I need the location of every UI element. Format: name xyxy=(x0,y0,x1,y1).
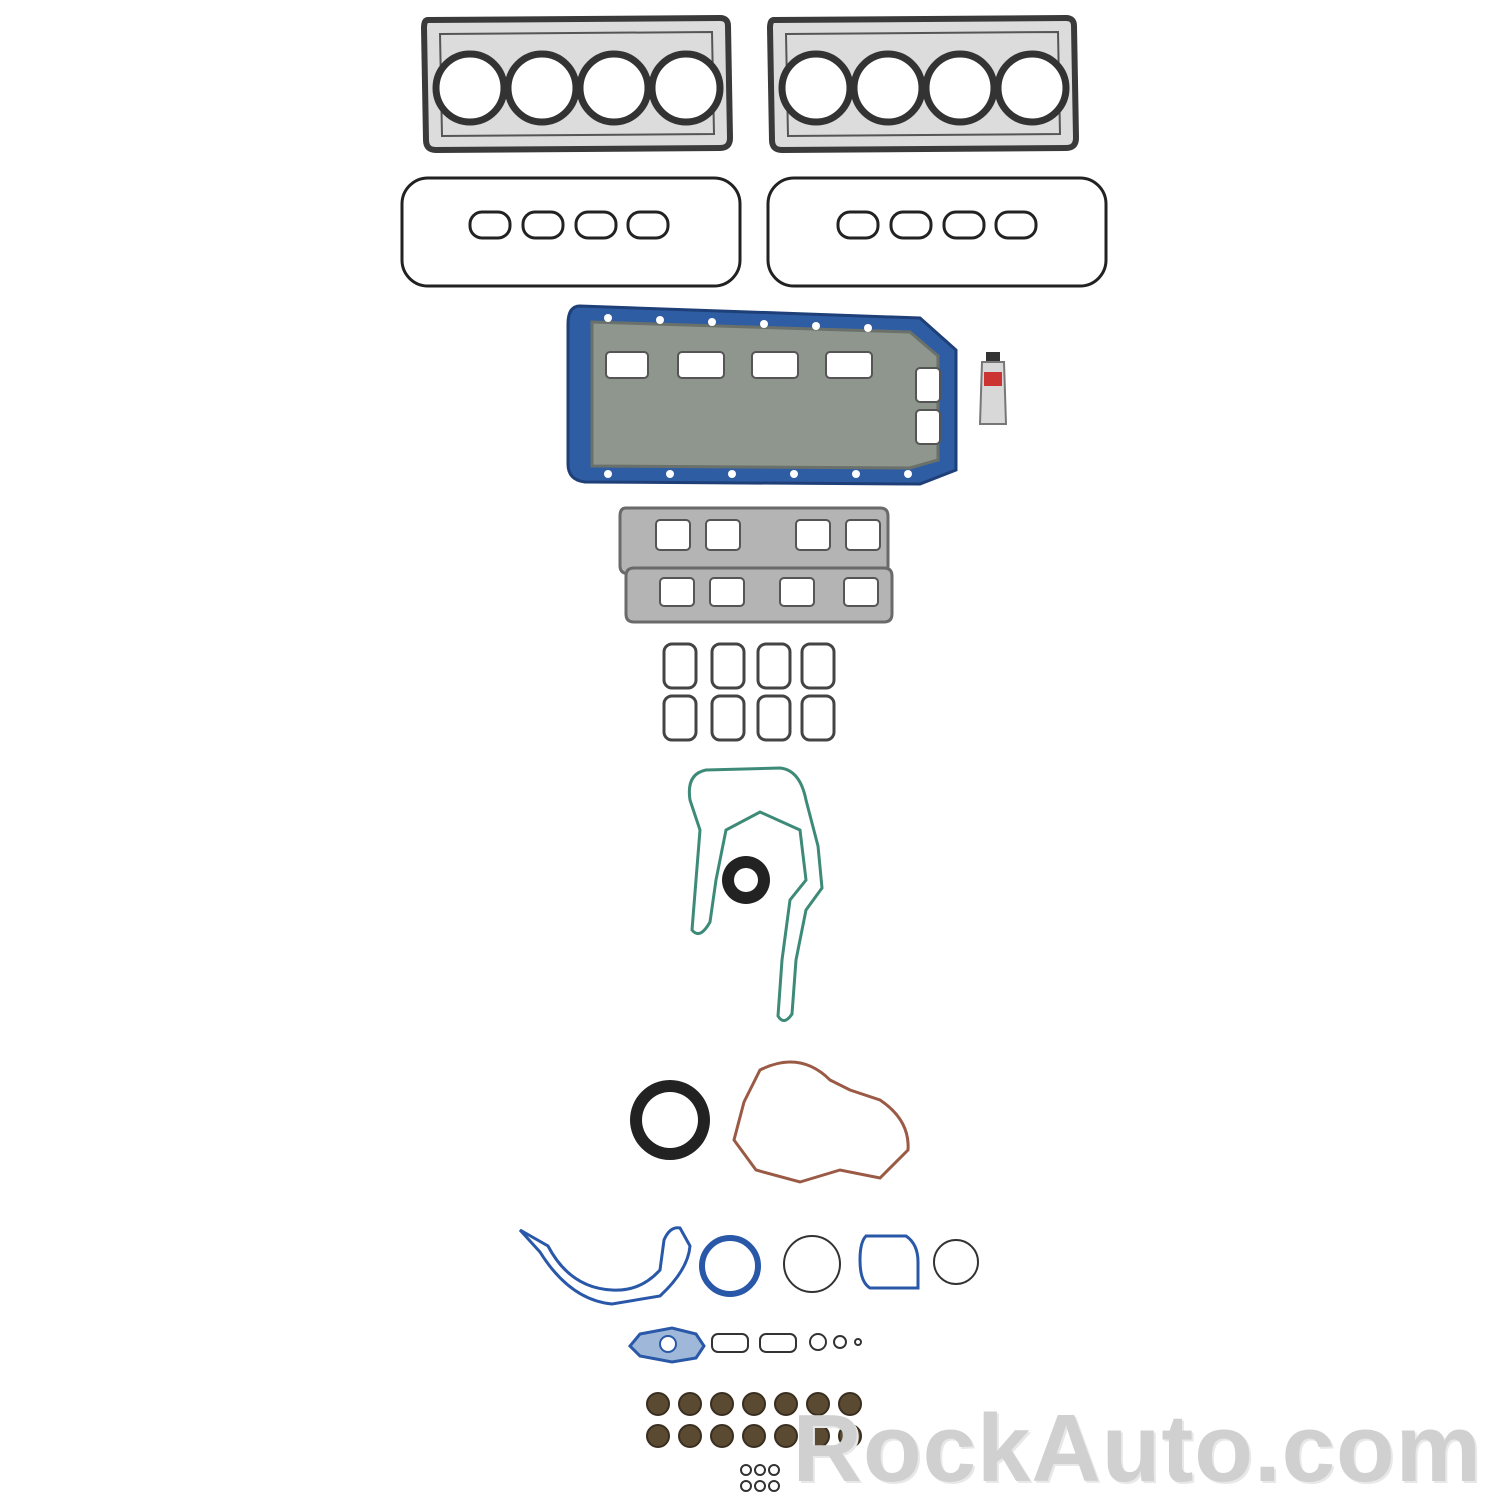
spark-plug-tube-seals-right xyxy=(836,210,1038,240)
watermark-text: RockAuto.com xyxy=(792,1395,1482,1502)
oil-pan-gasket xyxy=(566,304,958,486)
valve-cover-gasket-right xyxy=(766,176,1108,288)
exhaust-manifold-gasket-top xyxy=(618,506,890,576)
small-o-rings xyxy=(740,1464,780,1492)
rear-cover-seal xyxy=(699,1235,761,1297)
rear-seal-retainer-gasket xyxy=(732,1060,910,1184)
thermostat-gasket xyxy=(627,1326,706,1364)
rear-crankshaft-seal xyxy=(630,1080,710,1160)
timing-cover-gasket xyxy=(687,766,824,1022)
front-crankshaft-seal xyxy=(722,856,770,904)
spark-plug-tube-seals-left xyxy=(468,210,670,240)
exhaust-manifold-gasket-bottom xyxy=(624,566,894,624)
misc-seals xyxy=(783,1234,979,1293)
cylinder-head-gasket-right xyxy=(766,14,1080,154)
misc-o-rings xyxy=(711,1333,862,1353)
intake-port-gaskets xyxy=(662,642,836,742)
sealant-tube xyxy=(978,352,1008,425)
cylinder-head-gasket-left xyxy=(420,14,734,154)
water-pump-gasket xyxy=(518,1226,692,1306)
valve-stem-seals xyxy=(646,1392,862,1448)
valve-cover-gasket-left xyxy=(400,176,742,288)
